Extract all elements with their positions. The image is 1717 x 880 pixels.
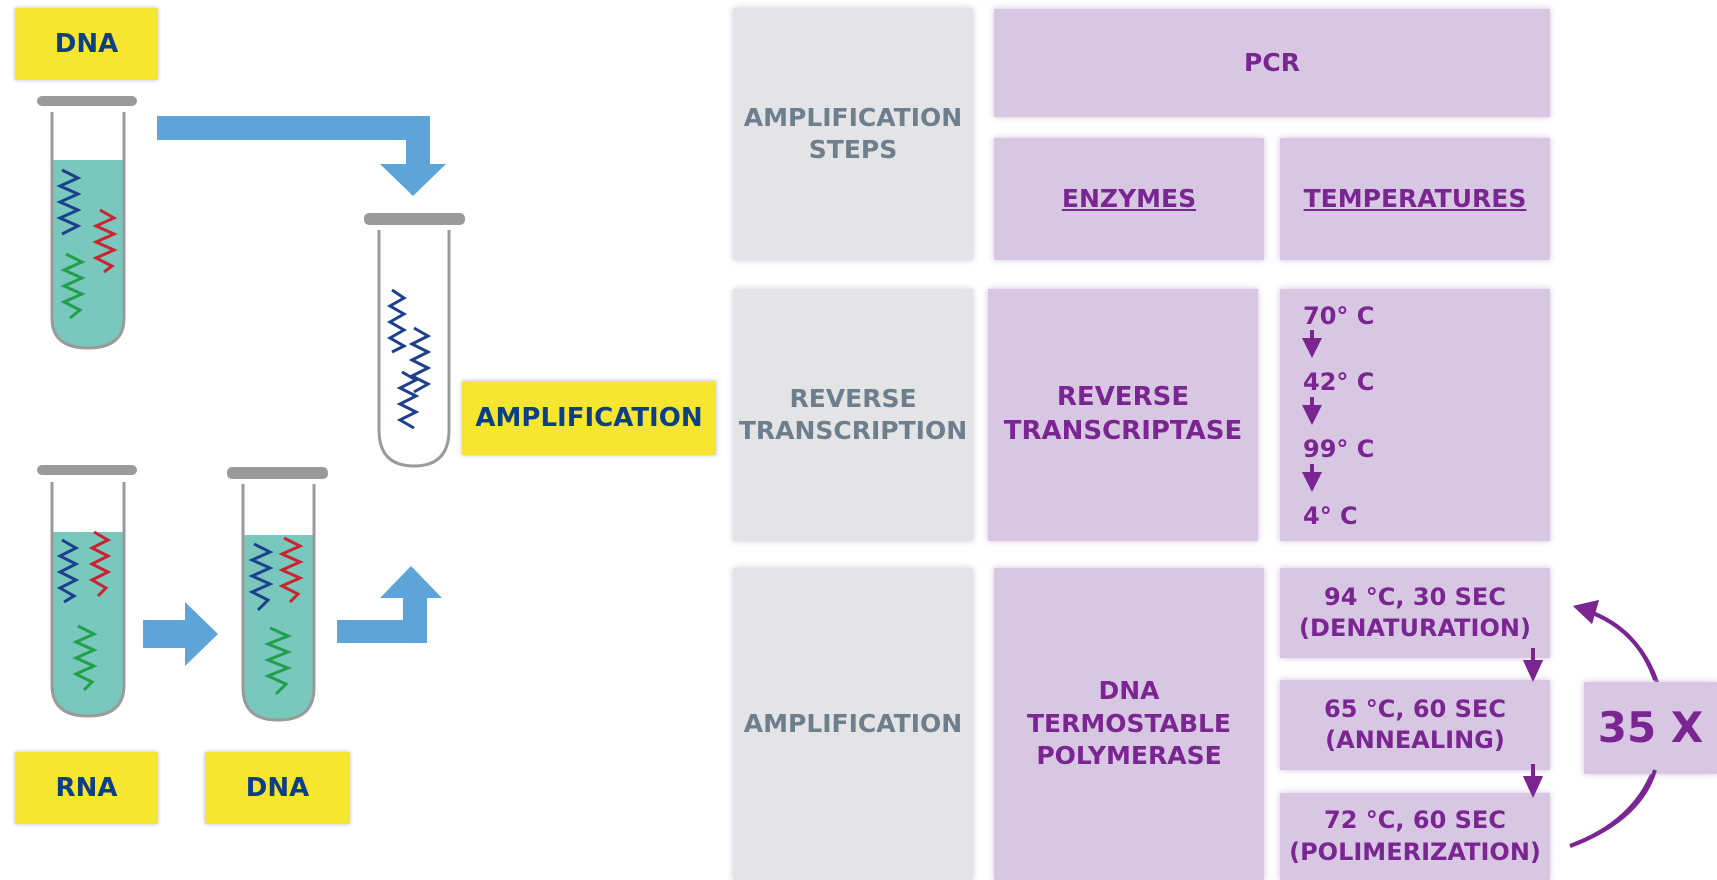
rt-temp-3: 99° C: [1303, 435, 1375, 463]
col-header-enzymes: ENZYMES: [994, 138, 1264, 260]
label-amplification: AMPLIFICATION: [462, 381, 716, 455]
amp-enzyme-cell: DNA TERMOSTABLE POLYMERASE: [994, 568, 1264, 880]
amp-step-polimerization: 72 °C, 60 SEC (POLIMERIZATION): [1280, 793, 1550, 880]
amp-enzyme-line: DNA: [1098, 676, 1160, 706]
amp-step-temp: 72 °C, 60 SEC: [1324, 806, 1506, 835]
label-dna-top: DNA: [15, 8, 158, 80]
dna-strand: [56, 538, 80, 604]
cycle-arrowhead: [1573, 600, 1599, 624]
row-header-line: STEPS: [808, 135, 898, 164]
arrow-dna-to-amplification: [337, 566, 442, 643]
cdna-tube: [227, 467, 328, 722]
amp-step-temp: 94 °C, 30 SEC: [1324, 582, 1506, 611]
dna-sample-tube: [37, 96, 137, 350]
label-dna-bottom: DNA: [205, 752, 350, 824]
arrow-rna-to-dna: [143, 602, 218, 666]
rna-strand: [278, 536, 304, 604]
rt-temp-2: 42° C: [1303, 368, 1375, 396]
dna-strand: [248, 542, 274, 612]
amp-step-annealing: 65 °C, 60 SEC (ANNEALING): [1280, 680, 1550, 770]
label-rna: RNA: [15, 752, 158, 824]
rna-strand: [92, 208, 118, 274]
row-header-reverse-transcription: REVERSE TRANSCRIPTION: [733, 289, 973, 541]
amp-step-denaturation: 94 °C, 30 SEC (DENATURATION): [1280, 568, 1550, 658]
col-header-temperatures: TEMPERATURES: [1280, 138, 1550, 260]
row-header-amplification-steps: AMPLIFICATION STEPS: [733, 8, 973, 260]
row-header-line: AMPLIFICATION: [743, 102, 963, 132]
rt-temp-4: 4° C: [1303, 502, 1358, 530]
rt-temperatures-cell: [1280, 289, 1550, 541]
green-strand: [72, 624, 98, 692]
row-header-line: TRANSCRIPTION: [738, 416, 968, 445]
amp-step-name: (POLIMERIZATION): [1289, 837, 1541, 866]
amp-step-temp: 65 °C, 60 SEC: [1324, 694, 1506, 723]
amplified-dna-strand-3: [396, 370, 420, 430]
dna-strand: [56, 168, 82, 236]
amp-step-name: (DENATURATION): [1299, 614, 1531, 642]
cycles-badge: 35 X: [1584, 682, 1717, 774]
rt-temp-1: 70° C: [1303, 302, 1375, 330]
amp-step-name: (ANNEALING): [1325, 726, 1505, 754]
amplified-dna-strand-2: [408, 326, 432, 394]
green-strand: [263, 626, 293, 696]
amp-enzyme-line: POLYMERASE: [1036, 741, 1222, 771]
amp-enzyme-line: TERMOSTABLE: [1026, 708, 1232, 738]
green-strand: [60, 252, 86, 320]
rt-enzyme-line: REVERSE: [1056, 382, 1190, 413]
rt-enzyme-cell: REVERSE TRANSCRIPTASE: [988, 289, 1258, 541]
rna-strand: [88, 530, 112, 598]
pcr-header: PCR: [994, 9, 1550, 117]
rna-sample-tube: [37, 465, 137, 718]
row-header-amplification: AMPLIFICATION: [733, 568, 973, 880]
row-header-line: REVERSE: [789, 383, 917, 413]
rt-enzyme-line: TRANSCRIPTASE: [1003, 416, 1243, 446]
amplified-dna-strand-1: [386, 288, 408, 354]
arrow-to-amplification-tube: [157, 116, 446, 196]
amplified-dna-tube: [364, 213, 465, 468]
